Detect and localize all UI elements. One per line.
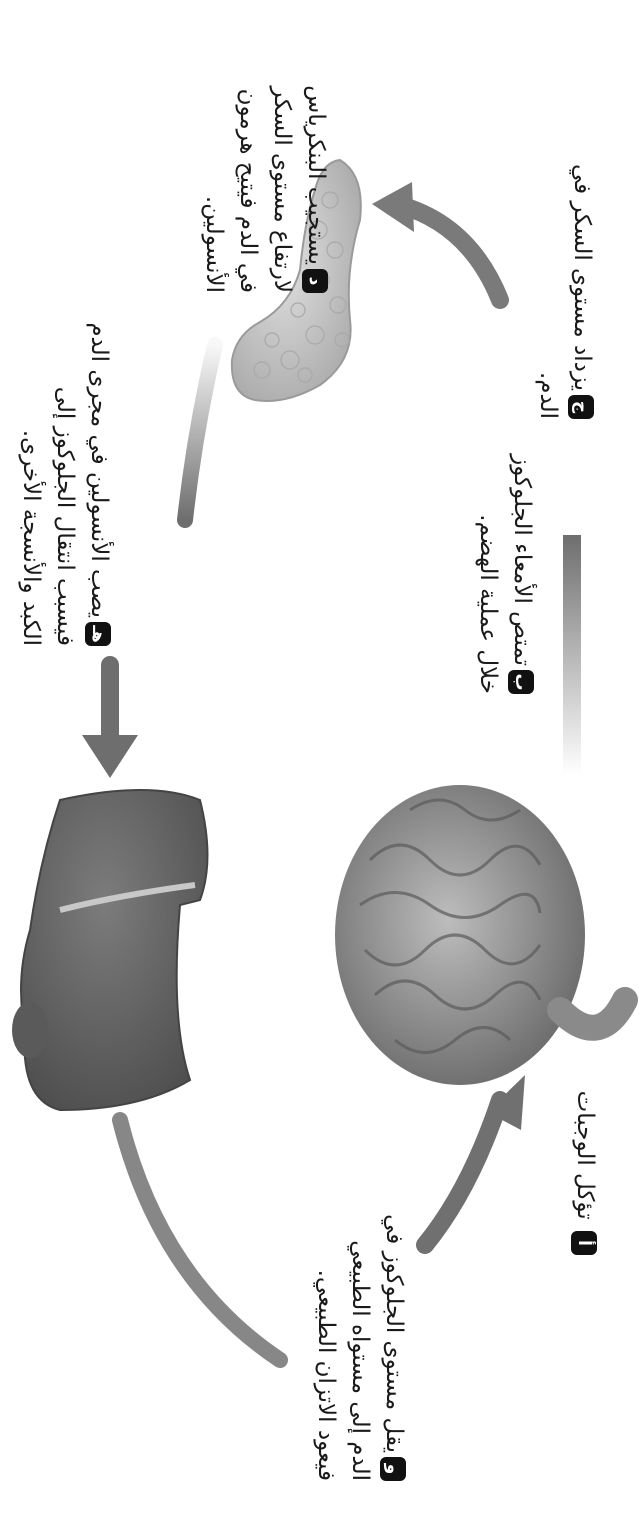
arrow-to-intestine bbox=[425, 1075, 525, 1245]
step-d-line-3: في الدم فيتيح هرمون bbox=[231, 3, 265, 293]
step-d-line-1: يستجيب البنكرياس bbox=[303, 85, 329, 265]
step-d-line-4: الأنسولين. bbox=[197, 3, 231, 293]
step-f-line-1: يقل مستوى الجلوكوز في bbox=[381, 1214, 407, 1453]
step-f-line-3: فيعود الاتزان الطبيعي. bbox=[309, 1181, 343, 1481]
step-b-badge: ب bbox=[509, 670, 535, 694]
step-f-badge: و bbox=[381, 1457, 407, 1481]
step-a-label: أ تؤكل الوجبات bbox=[568, 1015, 602, 1255]
step-a-badge: أ bbox=[572, 1231, 598, 1255]
arrow-to-liver bbox=[82, 665, 138, 778]
step-d-line-2: لارتفاع مستوى السكر bbox=[265, 3, 299, 293]
step-e-label: هـيصب الأنسولين في مجرى الدم فيسبب انتقا… bbox=[14, 336, 116, 646]
step-c-line-2: الدم. bbox=[531, 99, 565, 419]
step-b-line-2: خلال عملية الهضم. bbox=[471, 414, 505, 694]
step-e-line-1: يصب الأنسولين في مجرى الدم bbox=[86, 322, 112, 618]
step-f-label: و يقل مستوى الجلوكوز في الدم إلى مستواه ا… bbox=[309, 1181, 411, 1481]
step-e-line-3: الكبد والأنسجة الأخرى. bbox=[14, 336, 48, 646]
step-c-badge: ج bbox=[569, 395, 595, 419]
step-c-line-1: يزداد مستوى السكر في bbox=[569, 164, 595, 391]
line-liver-curve bbox=[120, 1120, 280, 1360]
line-pancreas-down bbox=[185, 345, 215, 520]
step-b-line-1: تمتص الأمعاء الجلوكوز bbox=[509, 454, 535, 666]
step-f-line-2: الدم إلى مستواه الطبيعي bbox=[343, 1181, 377, 1481]
liver-illustration bbox=[12, 790, 208, 1110]
step-a-line-1: تؤكل الوجبات bbox=[572, 1091, 598, 1220]
line-intestine-up bbox=[563, 535, 581, 775]
step-b-label: ب تمتص الأمعاء الجلوكوز خلال عملية الهضم. bbox=[471, 414, 539, 694]
step-d-badge: د bbox=[303, 269, 329, 293]
step-e-badge: هـ bbox=[86, 622, 112, 646]
step-d-label: د يستجيب البنكرياس لارتفاع مستوى السكر في… bbox=[197, 3, 333, 293]
step-c-label: ج يزداد مستوى السكر في الدم. bbox=[531, 99, 599, 419]
step-e-line-2: فيسبب انتقال الجلوكوز إلى bbox=[48, 336, 82, 646]
arrow-to-pancreas bbox=[372, 182, 500, 300]
